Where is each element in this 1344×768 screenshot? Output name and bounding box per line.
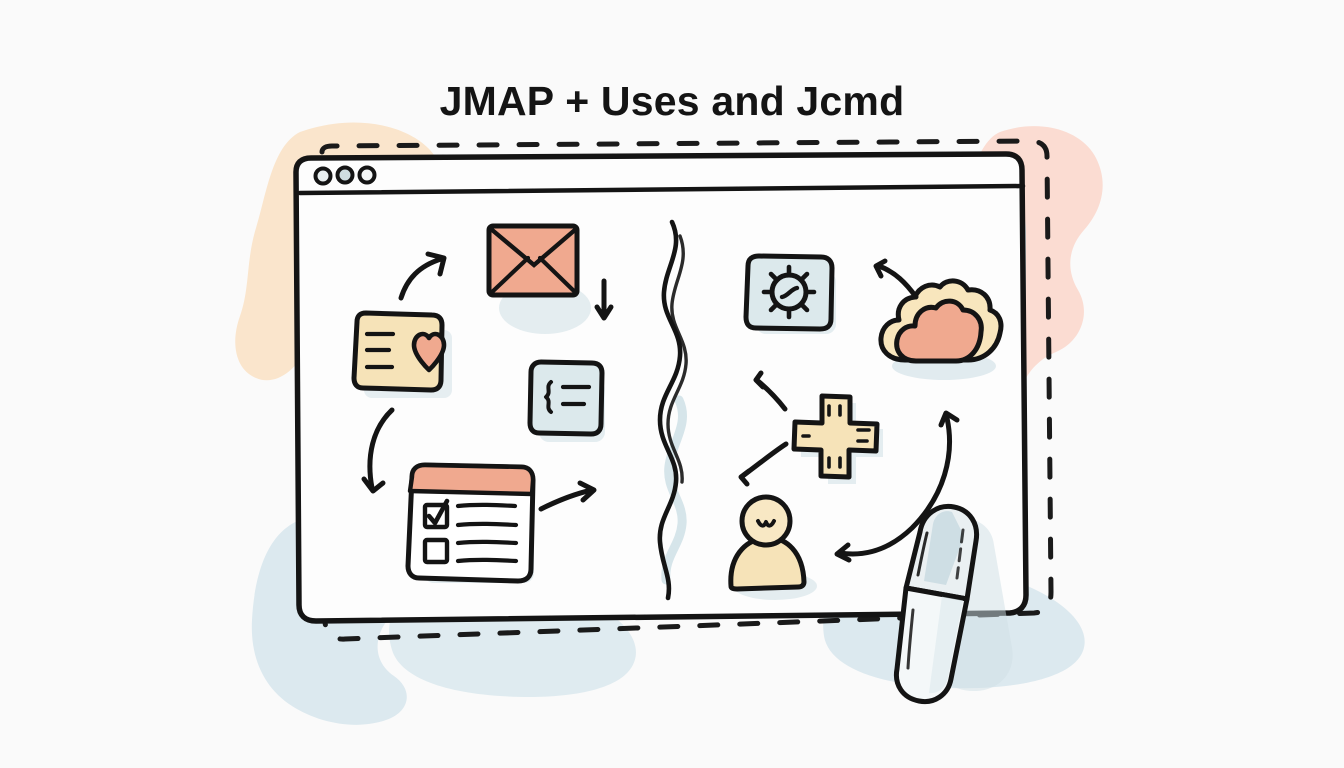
dashed-frame (319, 138, 1054, 642)
arrow-down (594, 278, 614, 321)
eraser-detail-line-2 (955, 528, 965, 580)
cloud-icon[interactable] (878, 278, 1004, 380)
envelope-fold-right2 (537, 255, 579, 296)
user-avatar-smile (756, 519, 776, 528)
user-avatar-body (728, 535, 807, 592)
gear-glyph (761, 264, 817, 320)
plus-cross-body (791, 393, 880, 480)
arrow-right (538, 480, 597, 512)
traffic-light-dot-3[interactable] (357, 165, 377, 185)
contact-card-heart-icon[interactable] (351, 310, 452, 398)
eraser-detail-line-3 (906, 608, 915, 670)
eraser-detail-line-1 (916, 531, 929, 577)
arrow-double-headed (834, 410, 960, 563)
checkbox-checked[interactable] (422, 502, 450, 530)
checklist-line-1 (455, 502, 518, 509)
window-controls[interactable] (313, 165, 377, 186)
checklist-line-4 (455, 557, 519, 564)
envelope-fold-left (488, 226, 579, 268)
traffic-light-dot-2[interactable] (335, 165, 355, 185)
wavy-divider (657, 219, 688, 601)
checklist-line-3 (455, 539, 519, 546)
plus-cross-icon[interactable] (791, 393, 883, 484)
arrow-down-left-small (738, 441, 789, 487)
arrow-curve-left-down (361, 407, 395, 494)
code-snippet-body (527, 359, 605, 437)
cloud-front-layer (894, 298, 984, 364)
plus-cross-detail-marks (801, 404, 871, 469)
checkmark-icon (426, 498, 450, 526)
traffic-light-dot-1[interactable] (313, 166, 333, 186)
heart-icon (411, 331, 447, 373)
right-arrows (738, 258, 960, 563)
page-title: JMAP + Uses and Jcmd (439, 78, 905, 124)
eraser-cap-highlight (924, 511, 964, 585)
eraser-body-highlight (929, 596, 963, 694)
code-snippet-icon[interactable] (527, 359, 605, 442)
user-avatar-icon[interactable] (728, 494, 817, 600)
arrow-up-left-to-gear (873, 258, 919, 300)
eraser-tool[interactable] (893, 503, 1013, 705)
envelope-fold-right (488, 255, 531, 296)
window-titlebar-separator (297, 183, 1026, 196)
code-brace-icon (544, 380, 553, 414)
checklist-line-2 (455, 521, 519, 528)
gear-settings-icon[interactable] (743, 253, 836, 334)
left-arrows (361, 251, 614, 512)
eraser-seam (903, 585, 970, 602)
checklist-icon[interactable] (405, 462, 536, 584)
checkbox-unchecked[interactable] (422, 537, 450, 565)
arrow-up-left-small (753, 370, 788, 412)
arrow-up-right (398, 251, 447, 301)
checklist-header-bar (407, 462, 536, 497)
envelope-icon[interactable] (486, 223, 591, 334)
